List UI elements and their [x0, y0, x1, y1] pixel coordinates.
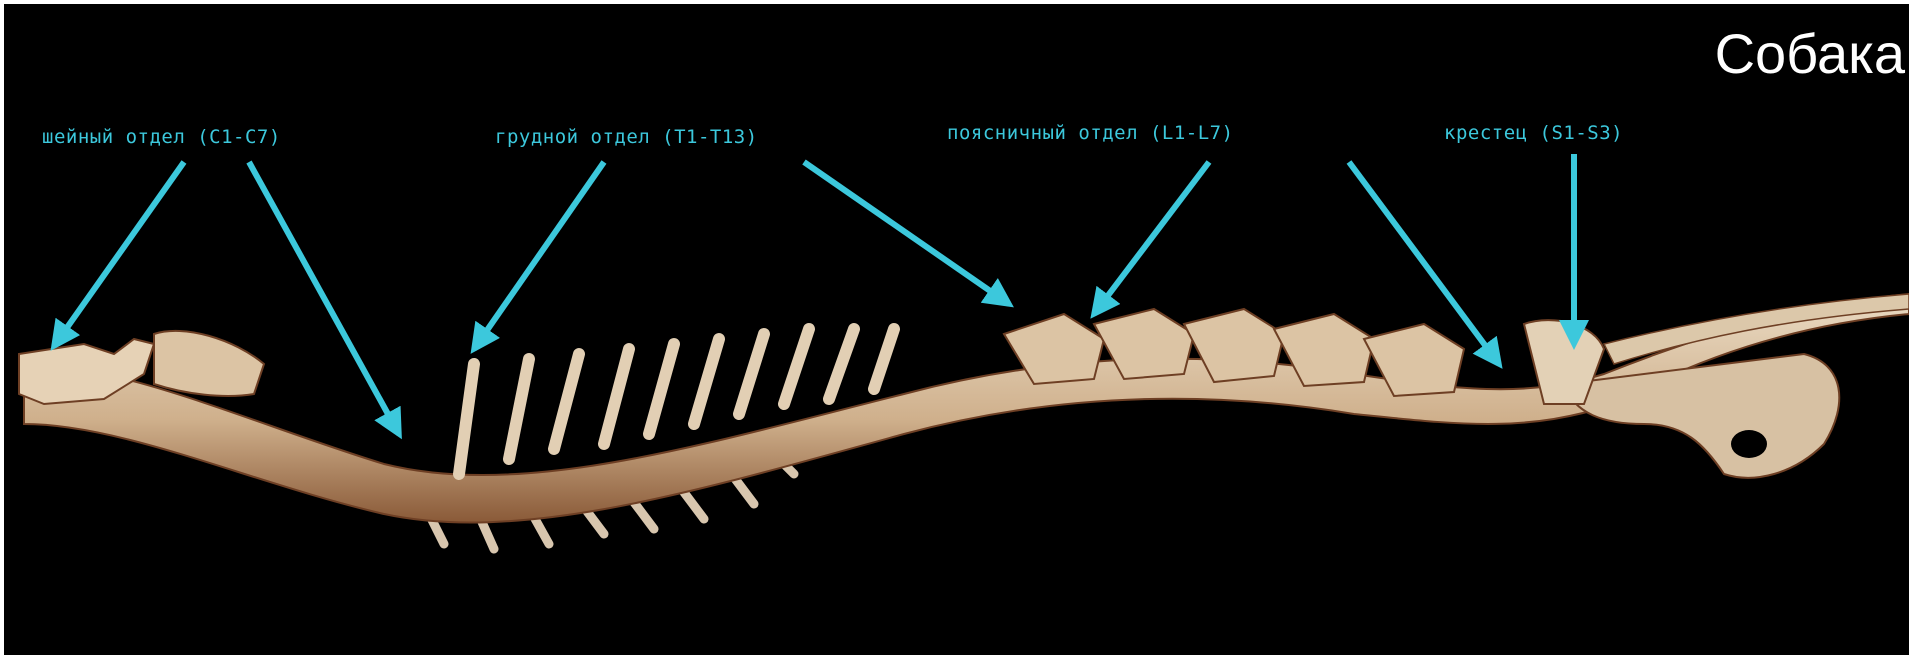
sacrum-label: крестец (S1-S3) [1444, 122, 1623, 144]
image-title: Собака [1705, 18, 1905, 90]
cervical-vertebra-c2 [154, 331, 264, 396]
arrow-cervical-1 [54, 162, 184, 346]
lumbar-label: поясничный отдел (L1-L7) [947, 122, 1234, 144]
ct-scan-image: шейный отдел (С1-С7) грудной отдел (Т1-Т… [4, 4, 1909, 655]
arrow-lumbar-1 [1094, 162, 1209, 314]
dog-spine-render [4, 4, 1909, 655]
pelvic-foramen [1731, 430, 1767, 458]
arrow-thoracic-2 [804, 162, 1009, 304]
thoracic-label: грудной отдел (Т1-Т13) [495, 126, 758, 148]
arrow-cervical-2 [249, 162, 399, 434]
cervical-label: шейный отдел (С1-С7) [42, 126, 281, 148]
arrow-thoracic-1 [474, 162, 604, 349]
tail-vertebrae [1604, 294, 1909, 364]
